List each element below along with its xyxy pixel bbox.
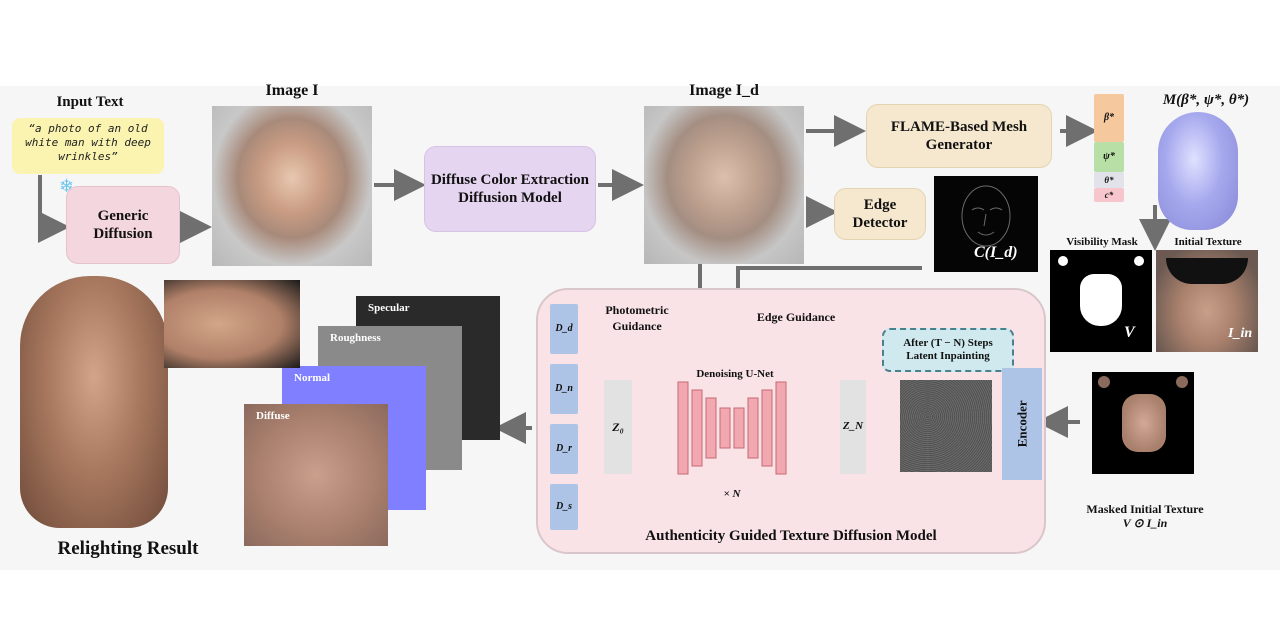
flame-parameter-column: β* ψ* θ* c* [1094, 94, 1124, 208]
roughness-map-label: Roughness [330, 332, 381, 344]
diffuse-extraction-block: Diffuse Color Extraction Diffusion Model [424, 146, 596, 232]
unet-label: Denoising U-Net [696, 368, 774, 380]
arrow-text-to-generic [38, 175, 70, 243]
texture-letter-iin: I_in [1228, 326, 1253, 341]
generated-face-photo [212, 106, 372, 266]
unet-graphic [677, 381, 787, 475]
agtdm-title: Authenticity Guided Texture Diffusion Mo… [645, 528, 937, 544]
loop-times-n-label: × N [723, 488, 741, 500]
mask-face-region [1080, 274, 1122, 326]
param-c: c* [1094, 188, 1124, 202]
delit-face-photo [644, 106, 804, 264]
mask-letter-v: V [1124, 324, 1135, 341]
specular-map-label: Specular [368, 302, 410, 314]
decoder-specular: D_s [550, 484, 578, 530]
decoder-roughness: D_r [550, 424, 578, 474]
latent-inpainting-note: After (T − N) Steps Latent Inpainting [882, 328, 1014, 372]
param-theta: θ* [1094, 172, 1124, 188]
param-beta: β* [1094, 94, 1124, 142]
edge-map-image: C(I_d) [934, 176, 1038, 272]
decoder-column: D_d D_n D_r D_s [550, 300, 580, 530]
photometric-guidance-label: Photometric Guidance [605, 303, 669, 334]
mask-left-eye-dot [1058, 256, 1068, 266]
edge-guidance-label: Edge Guidance [756, 310, 836, 324]
input-prompt-box: “a photo of an old white man with deep w… [12, 118, 164, 174]
edge-lines-graphic [961, 185, 1011, 247]
image-i-label: Image I [265, 82, 319, 99]
masked-right-eyeball [1176, 376, 1188, 388]
noisy-latent-image [900, 380, 992, 472]
relighting-result-label: Relighting Result [57, 538, 199, 559]
edge-detector-block: Edge Detector [834, 188, 926, 240]
diffuse-map-label: Diffuse [256, 410, 290, 422]
masked-texture-label: Masked Initial Texture [1086, 502, 1204, 516]
generic-diffusion-block: Generic Diffusion [66, 186, 180, 264]
diffuse-map: Diffuse [244, 404, 388, 546]
visibility-mask-label: Visibility Mask [1066, 236, 1138, 248]
texture-hair-region [1166, 258, 1248, 284]
initial-texture-image: I_in [1156, 250, 1258, 352]
param-psi: ψ* [1094, 142, 1124, 172]
visibility-mask-image: V [1050, 250, 1152, 352]
relit-head-render [20, 276, 168, 528]
latent-z0: Z₀ [604, 380, 632, 474]
image-id-label: Image I_d [689, 82, 759, 99]
initial-texture-label: Initial Texture [1174, 236, 1242, 248]
decoder-diffuse: D_d [550, 304, 578, 354]
latent-zn: Z_N [840, 380, 866, 474]
mask-right-eye-dot [1134, 256, 1144, 266]
masked-face-region [1122, 394, 1166, 452]
normal-map-label: Normal [294, 372, 331, 384]
masked-texture-formula: V ⊙ I_in [1122, 516, 1168, 530]
skin-closeup-render [164, 280, 300, 368]
flame-mesh-render [1158, 112, 1238, 230]
masked-left-eyeball [1098, 376, 1110, 388]
flame-mesh-generator-block: FLAME-Based Mesh Generator [866, 104, 1052, 168]
decoder-normal: D_n [550, 364, 578, 414]
masked-texture-image [1092, 372, 1194, 474]
mesh-label: M(β*, ψ*, θ*) [1162, 92, 1250, 108]
encoder-label: Encoder [1014, 400, 1030, 448]
input-text-title: Input Text [56, 94, 124, 110]
edge-map-label: C(I_d) [974, 244, 1018, 261]
encoder-block: Encoder [1002, 368, 1042, 480]
